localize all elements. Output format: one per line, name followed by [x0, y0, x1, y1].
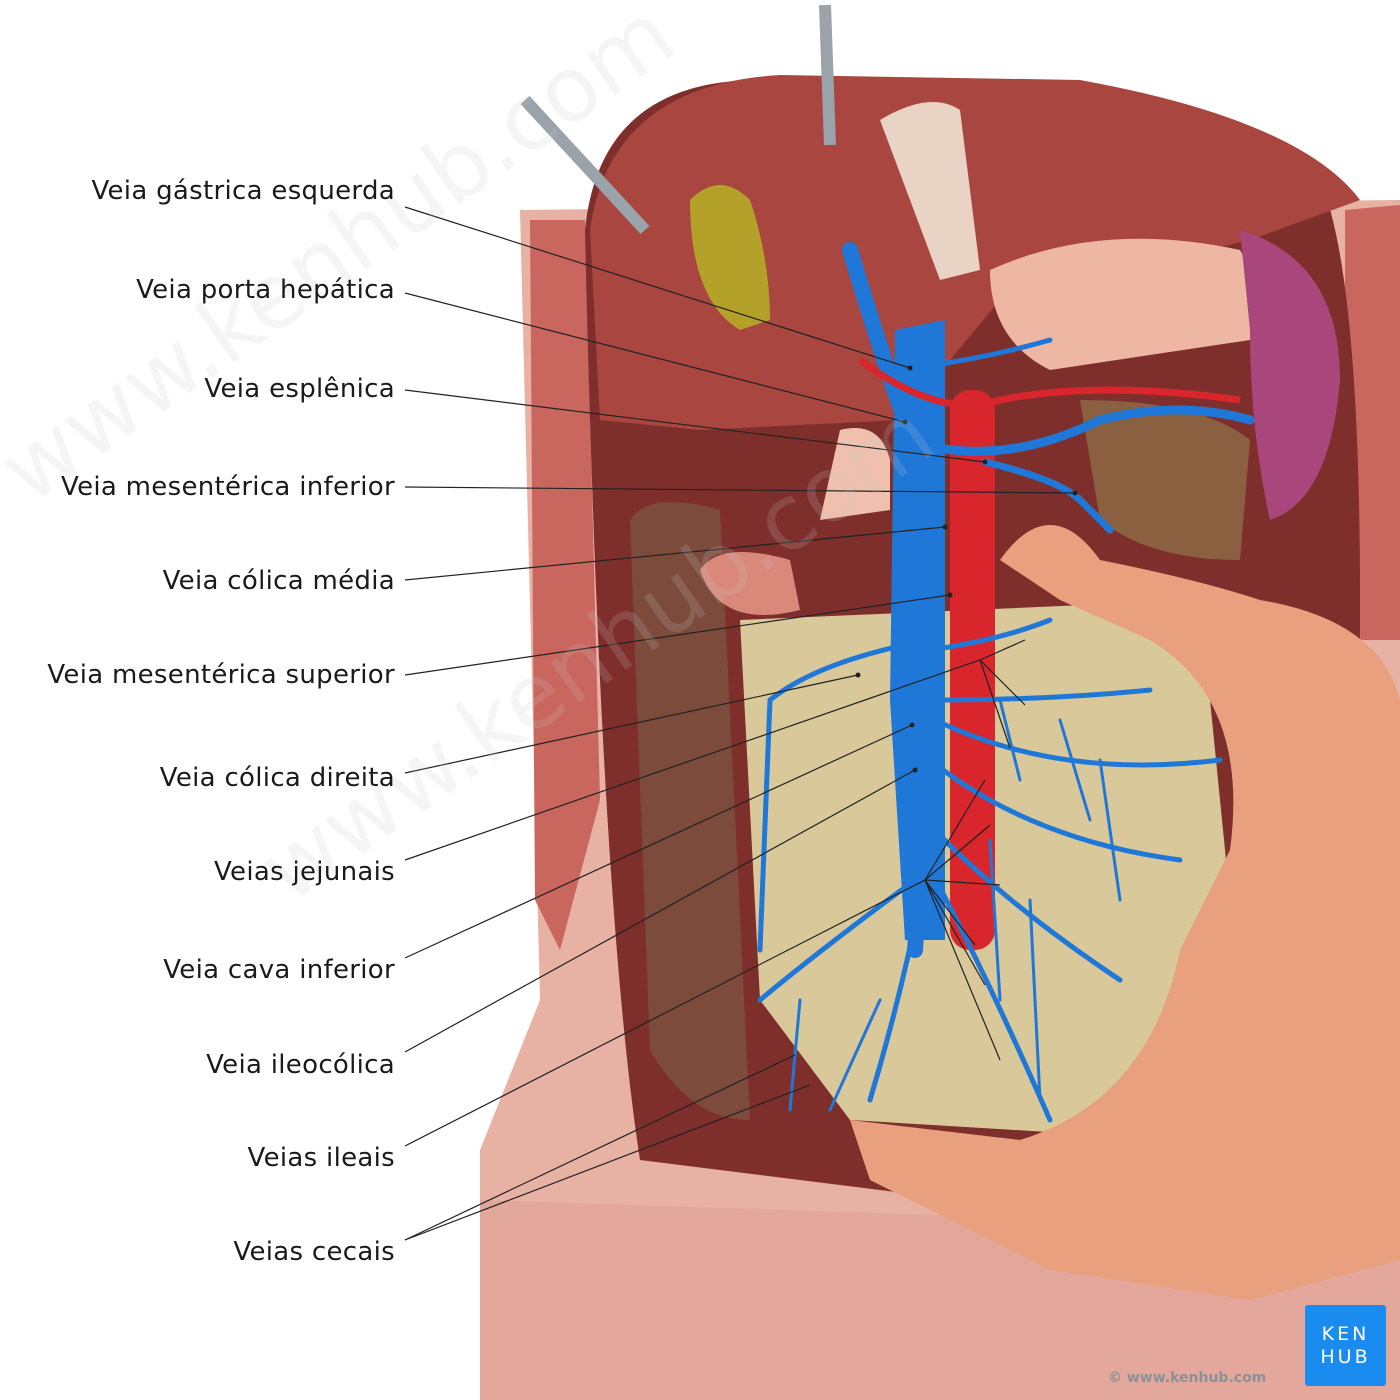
pancreas	[1080, 400, 1250, 560]
label-middle-colic-vein: Veia cólica média	[162, 566, 395, 596]
splenic-artery	[857, 357, 1241, 409]
leader-lines	[404, 206, 1076, 1241]
logo-line2: HUB	[1320, 1345, 1371, 1368]
stomach	[990, 238, 1263, 370]
transverse-colon-cut	[700, 552, 800, 615]
label-inferior-vena-cava: Veia cava inferior	[163, 955, 395, 985]
falciform-ligament	[880, 102, 980, 280]
label-inferior-mesenteric-vein: Veia mesentérica inferior	[61, 472, 395, 502]
label-superior-mesenteric-vein: Veia mesentérica superior	[47, 660, 395, 690]
label-hepatic-portal-vein: Veia porta hepática	[136, 275, 395, 305]
retractor	[520, 95, 650, 235]
gallbladder	[690, 185, 770, 330]
label-cecal-veins: Veias cecais	[233, 1237, 395, 1267]
small-intestine	[850, 525, 1400, 1300]
label-right-colic-vein: Veia cólica direita	[159, 763, 395, 793]
label-ileal-veins: Veias ileais	[247, 1143, 395, 1173]
retractor	[819, 4, 836, 146]
duodenum-cut	[820, 428, 890, 520]
rectus-muscle-left	[530, 220, 600, 950]
label-left-gastric-vein: Veia gástrica esquerda	[91, 176, 395, 206]
kenhub-logo: KEN HUB	[1305, 1305, 1386, 1386]
copyright-text: © www.kenhub.com	[1108, 1370, 1267, 1386]
ascending-colon	[630, 502, 750, 1120]
label-ileocolic-vein: Veia ileocólica	[206, 1050, 395, 1080]
logo-line1: KEN	[1321, 1322, 1370, 1345]
aorta	[950, 390, 995, 950]
label-splenic-vein: Veia esplênica	[204, 374, 395, 404]
spleen	[1240, 230, 1340, 520]
label-jejunal-veins: Veias jejunais	[213, 857, 395, 887]
